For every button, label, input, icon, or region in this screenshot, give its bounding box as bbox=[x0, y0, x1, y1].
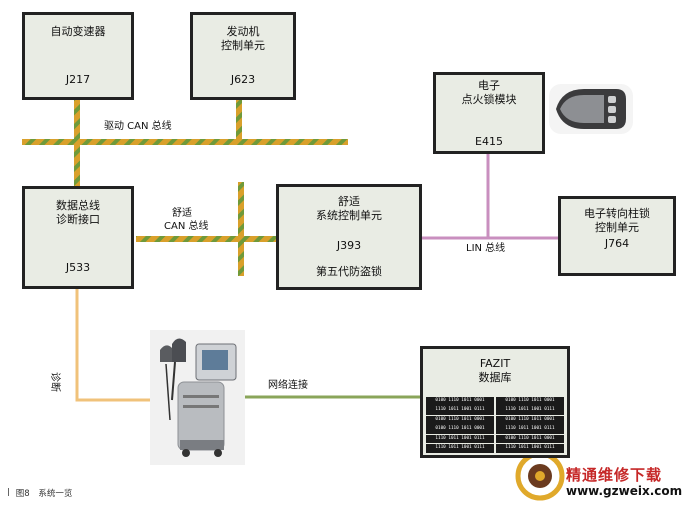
comfort-system-control-box: 舒适 系统控制单元 J393 第五代防盗锁 bbox=[276, 184, 422, 290]
comfort-can-vertical bbox=[238, 182, 244, 276]
key-fob-image bbox=[549, 84, 633, 134]
gateway-diagnosis-interface-box: 数据总线 诊断接口 J533 bbox=[22, 186, 134, 289]
fazit-grid-cell: 0100 1110 1011 0001 bbox=[426, 397, 494, 406]
gearbox-title: 自动变速器 bbox=[50, 25, 106, 38]
steering-column-lock-box: 电子转向柱锁 控制单元 J764 bbox=[558, 196, 676, 276]
comfort-can-bus-line bbox=[136, 236, 276, 242]
fazit-grid-cell: 0100 1110 1011 0001 bbox=[496, 397, 564, 406]
fazit-grid-cell: 0100 1110 1011 0001 bbox=[426, 415, 494, 425]
fazit-grid-cell: 0100 1110 1011 0001 bbox=[496, 415, 564, 425]
comfort-code: J393 bbox=[336, 239, 362, 252]
gateway-title-2: 诊断接口 bbox=[56, 213, 100, 226]
gearbox-can-stub bbox=[74, 100, 80, 142]
watermark-text: 精通维修下载 bbox=[566, 466, 663, 484]
engine-can-stub bbox=[236, 100, 242, 142]
steering-title-1: 电子转向柱锁 bbox=[584, 207, 650, 220]
comfort-immobilizer-label: 第五代防盗锁 bbox=[316, 265, 382, 278]
figure-caption: 图8 系统一览 bbox=[8, 487, 72, 499]
fazit-title-2: 数据库 bbox=[478, 371, 512, 384]
fazit-grid-cell: 0100 1110 1011 0001 bbox=[496, 434, 564, 444]
drive-can-label: 驱动 CAN 总线 bbox=[104, 121, 172, 132]
comfort-can-label-2: CAN 总线 bbox=[164, 221, 209, 232]
watermark-logo bbox=[515, 451, 565, 501]
fazit-title-1: FAZIT bbox=[479, 357, 511, 370]
gateway-code: J533 bbox=[65, 261, 91, 274]
fazit-grid-cell: 1110 1011 1001 0111 bbox=[496, 425, 564, 434]
gateway-drive-can-stub bbox=[74, 142, 80, 187]
fazit-grid-cell: 1110 1011 1001 0111 bbox=[426, 406, 494, 416]
fazit-grid-cell: 1110 1011 1001 0111 bbox=[496, 406, 564, 416]
ignition-title-2: 点火锁模块 bbox=[461, 93, 517, 106]
diagnosis-line bbox=[75, 288, 168, 402]
lin-bus-label: LIN 总线 bbox=[466, 243, 506, 254]
gearbox-control-box: 自动变速器 J217 bbox=[22, 12, 134, 100]
watermark-url: www.gzweix.com bbox=[566, 484, 683, 498]
gateway-title-1: 数据总线 bbox=[56, 199, 100, 212]
steering-code: J764 bbox=[604, 237, 630, 250]
diagnostic-tester-image bbox=[150, 330, 245, 465]
caption-text: 系统一览 bbox=[38, 489, 73, 499]
fazit-grid-cell: 0100 1110 1011 0001 bbox=[426, 425, 494, 434]
comfort-title-2: 系统控制单元 bbox=[316, 209, 382, 222]
fazit-grid-cell: 1110 1011 1001 0111 bbox=[496, 444, 564, 453]
diagnosis-label: 诊断 bbox=[49, 372, 60, 392]
figure-number: 图8 bbox=[15, 489, 30, 499]
steering-title-2: 控制单元 bbox=[595, 221, 639, 234]
ignition-title-1: 电子 bbox=[478, 79, 500, 92]
fazit-grid-cell: 1110 1011 1001 0111 bbox=[426, 444, 494, 453]
gearbox-code: J217 bbox=[65, 73, 91, 86]
comfort-title-1: 舒适 bbox=[338, 195, 360, 208]
engine-control-box: 发动机 控制单元 J623 bbox=[190, 12, 296, 100]
fazit-grid-cell: 1110 1011 1001 0111 bbox=[426, 434, 494, 444]
comfort-can-label-1: 舒适 bbox=[172, 208, 192, 219]
ignition-lock-box: 电子 点火锁模块 E415 bbox=[433, 72, 545, 154]
drive-can-bus-line bbox=[22, 139, 348, 145]
engine-code: J623 bbox=[230, 73, 256, 86]
caption-bar bbox=[8, 488, 9, 496]
engine-title-2: 控制单元 bbox=[221, 39, 265, 52]
network-connection-label: 网络连接 bbox=[268, 380, 308, 391]
ignition-code: E415 bbox=[475, 135, 503, 148]
engine-title-1: 发动机 bbox=[226, 25, 260, 38]
